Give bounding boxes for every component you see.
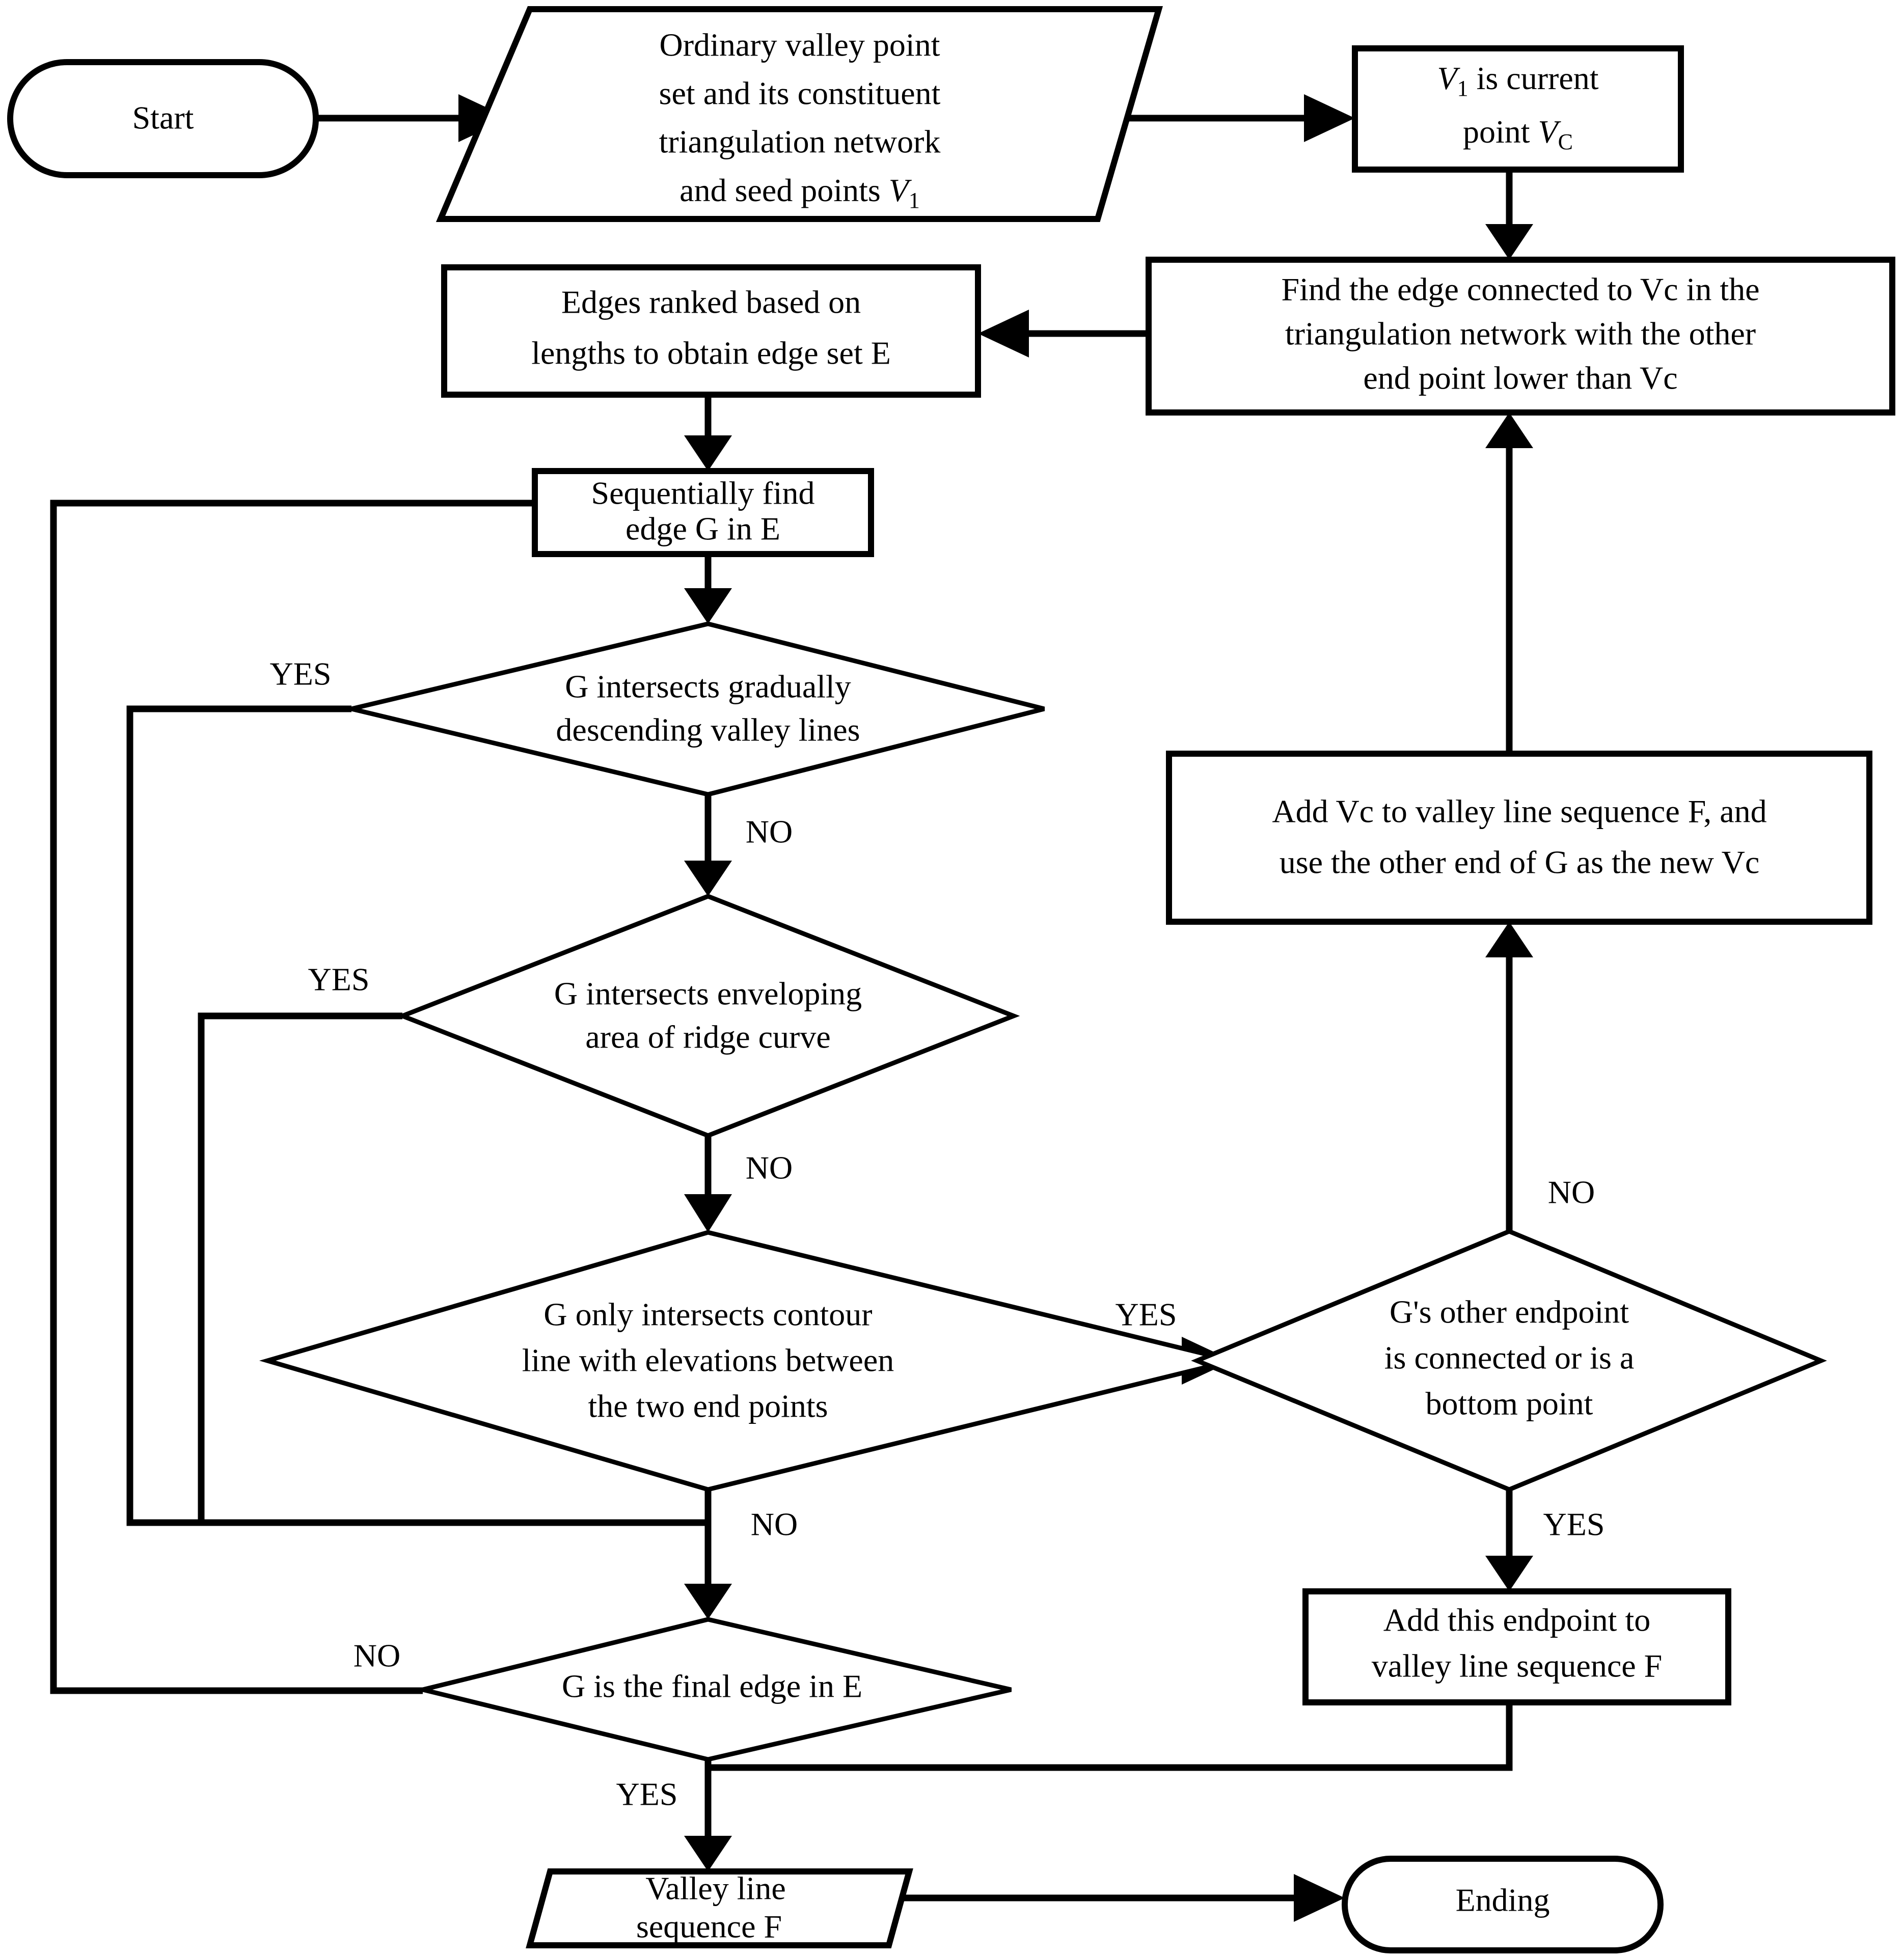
connector-dec2-yes-loop	[198, 1012, 708, 1526]
label-descending-no: NO	[746, 814, 793, 850]
seqfind-line-1: Sequentially find	[591, 475, 814, 511]
dec2-line-1: G intersects enveloping	[554, 976, 862, 1012]
input-line-3: triangulation network	[659, 124, 941, 160]
dec4-line-3: bottom point	[1426, 1386, 1593, 1422]
node-decision-contour[interactable]: G only intersects contour line with elev…	[259, 1230, 1234, 1492]
start-label: Start	[132, 100, 194, 136]
v1-line-2: point VC	[1463, 114, 1573, 154]
label-final-no: NO	[353, 1638, 400, 1674]
ending-label: Ending	[1456, 1882, 1550, 1918]
dec1-line-2: descending valley lines	[556, 712, 860, 748]
node-start[interactable]: Start	[7, 59, 319, 178]
dec3-line-3: the two end points	[588, 1388, 828, 1424]
label-enveloping-no: NO	[746, 1150, 793, 1186]
label-enveloping-yes: YES	[308, 961, 370, 998]
node-find-edge[interactable]: Find the edge connected to Vc in the tri…	[1146, 257, 1895, 416]
findedge-line-3: end point lower than Vc	[1363, 360, 1677, 396]
node-rank-edges[interactable]: Edges ranked based on lengths to obtain …	[441, 264, 981, 398]
addendpoint-line-2: valley line sequence F	[1372, 1648, 1662, 1684]
rank-line-2: lengths to obtain edge set E	[531, 335, 891, 371]
dec3-line-2: line with elevations between	[522, 1342, 894, 1379]
input-line-2: set and its constituent	[659, 75, 941, 112]
findedge-line-2: triangulation network with the other	[1285, 316, 1756, 352]
dec5-line-1: G is the final edge in E	[562, 1668, 862, 1704]
connector-dec4-no-to-addvc	[1485, 922, 1533, 1231]
input-line-4: and seed points V1	[679, 172, 920, 213]
input-line-1: Ordinary valley point	[660, 27, 940, 63]
node-decision-descending[interactable]: G intersects gradually descending valley…	[350, 621, 1045, 797]
connector-dec3-no-to-dec5	[684, 1490, 732, 1619]
node-add-vc[interactable]: Add Vc to valley line sequence F, and us…	[1166, 751, 1872, 925]
node-decision-final-edge[interactable]: G is the final edge in E	[422, 1617, 1012, 1762]
addvc-line-1: Add Vc to valley line sequence F, and	[1272, 793, 1766, 830]
addvc-line-2: use the other end of G as the new Vc	[1280, 844, 1760, 880]
connector-findedge-to-rank	[978, 310, 1149, 357]
seqfind-line-2: edge G in E	[625, 511, 780, 547]
connector-dec4-yes-to-addendpoint	[1485, 1490, 1533, 1591]
dec2-line-2: area of ridge curve	[585, 1019, 830, 1055]
label-endpoint-yes: YES	[1543, 1506, 1605, 1542]
dec4-line-2: is connected or is a	[1384, 1340, 1635, 1376]
connector-dec1-no-to-dec2	[684, 794, 732, 896]
v1-line-1: V1 is current	[1437, 60, 1599, 101]
output-line-1: Valley line	[645, 1870, 785, 1907]
dec1-line-1: G intersects gradually	[565, 669, 851, 705]
connector-output-to-ending	[889, 1874, 1345, 1922]
rank-line-1: Edges ranked based on	[561, 284, 861, 320]
label-contour-yes: YES	[1116, 1297, 1177, 1333]
node-ending[interactable]: Ending	[1342, 1856, 1664, 1953]
dec4-line-1: G's other endpoint	[1390, 1294, 1629, 1330]
node-output-sequence[interactable]: Valley line sequence F	[526, 1868, 913, 1948]
node-input-data[interactable]: Ordinary valley point set and its consti…	[436, 6, 1163, 222]
connector-rank-to-seqfind	[684, 395, 732, 471]
node-sequentially-find[interactable]: Sequentially find edge G in E	[532, 468, 874, 557]
label-final-yes: YES	[616, 1776, 678, 1812]
output-line-2: sequence F	[636, 1909, 782, 1945]
connector-addendpoint-to-output-path	[708, 1702, 1513, 1771]
node-add-endpoint[interactable]: Add this endpoint to valley line sequenc…	[1302, 1588, 1731, 1705]
addendpoint-line-1: Add this endpoint to	[1383, 1602, 1650, 1638]
node-decision-endpoint[interactable]: G's other endpoint is connected or is a …	[1191, 1229, 1827, 1492]
findedge-line-1: Find the edge connected to Vc in the	[1282, 271, 1760, 308]
dec3-line-1: G only intersects contour	[543, 1297, 872, 1333]
label-contour-no: NO	[751, 1506, 798, 1542]
connector-dec2-no-to-dec3	[684, 1136, 732, 1232]
label-descending-yes: YES	[270, 656, 332, 692]
node-v1-current-point[interactable]: V1 is current point VC	[1352, 45, 1684, 173]
connector-dec5-yes-to-output	[684, 1759, 732, 1871]
connector-seqfind-to-dec1	[684, 554, 732, 624]
label-endpoint-no: NO	[1548, 1174, 1595, 1210]
connector-input-to-v1	[1098, 94, 1355, 142]
connector-v1-to-findedge	[1485, 170, 1533, 260]
node-decision-enveloping[interactable]: G intersects enveloping area of ridge cu…	[396, 894, 1020, 1138]
